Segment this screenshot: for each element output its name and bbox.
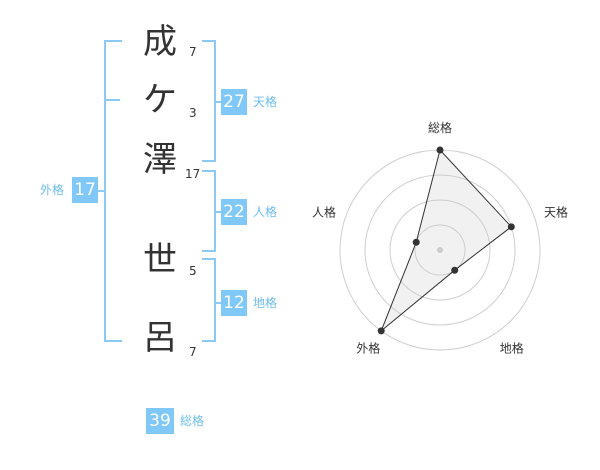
- name-char-5: 呂: [143, 318, 177, 358]
- chikaku-badge: 12: [221, 290, 247, 316]
- gaikaku-bracket-tick: [104, 99, 120, 101]
- name-char-2: ケ: [143, 80, 177, 120]
- radar-ring-3: [364, 174, 516, 326]
- name-char-3: 澤: [143, 140, 177, 180]
- tenkaku-connector: [214, 101, 222, 103]
- radar-axis-label-0: 総格: [428, 120, 452, 135]
- soukaku-label: 総格: [180, 414, 205, 428]
- gaikaku-bracket: [104, 40, 122, 342]
- chikaku-label: 地格: [253, 296, 278, 310]
- chikaku-bracket: [202, 258, 216, 342]
- tenkaku-badge: 27: [221, 89, 247, 115]
- chikaku-connector: [214, 302, 222, 304]
- radar-axis-label-4: 人格: [312, 204, 336, 219]
- gaikaku-connector: [96, 190, 105, 192]
- name-char-1: 成: [143, 22, 177, 62]
- jinkaku-connector: [214, 211, 222, 213]
- soukaku-badge: 39: [146, 408, 174, 434]
- radar-point-2: [451, 266, 459, 274]
- radar-center: [437, 247, 443, 253]
- radar-ring-2: [389, 199, 491, 301]
- stroke-count-5: 7: [189, 345, 197, 359]
- jinkaku-label: 人格: [253, 205, 278, 219]
- gaikaku-badge: 17: [72, 177, 98, 203]
- radar-point-1: [507, 223, 515, 231]
- radar-point-4: [412, 238, 420, 246]
- stroke-count-3: 17: [185, 167, 201, 181]
- radar-axis-label-2: 地格: [500, 341, 524, 356]
- radar-axis-label-3: 外格: [356, 341, 380, 356]
- stroke-count-1: 7: [189, 45, 197, 59]
- radar-point-0: [436, 146, 444, 154]
- name-char-4: 世: [143, 240, 177, 280]
- radar-axis-label-1: 天格: [544, 204, 568, 219]
- radar-point-3: [377, 327, 385, 335]
- tenkaku-label: 天格: [253, 95, 278, 109]
- radar-polygon: [380, 148, 513, 332]
- stroke-count-2: 3: [189, 106, 197, 120]
- gaikaku-label: 外格: [40, 183, 65, 197]
- radar-ring-1: [414, 224, 466, 276]
- stroke-count-4: 5: [189, 264, 197, 278]
- jinkaku-badge: 22: [221, 199, 247, 225]
